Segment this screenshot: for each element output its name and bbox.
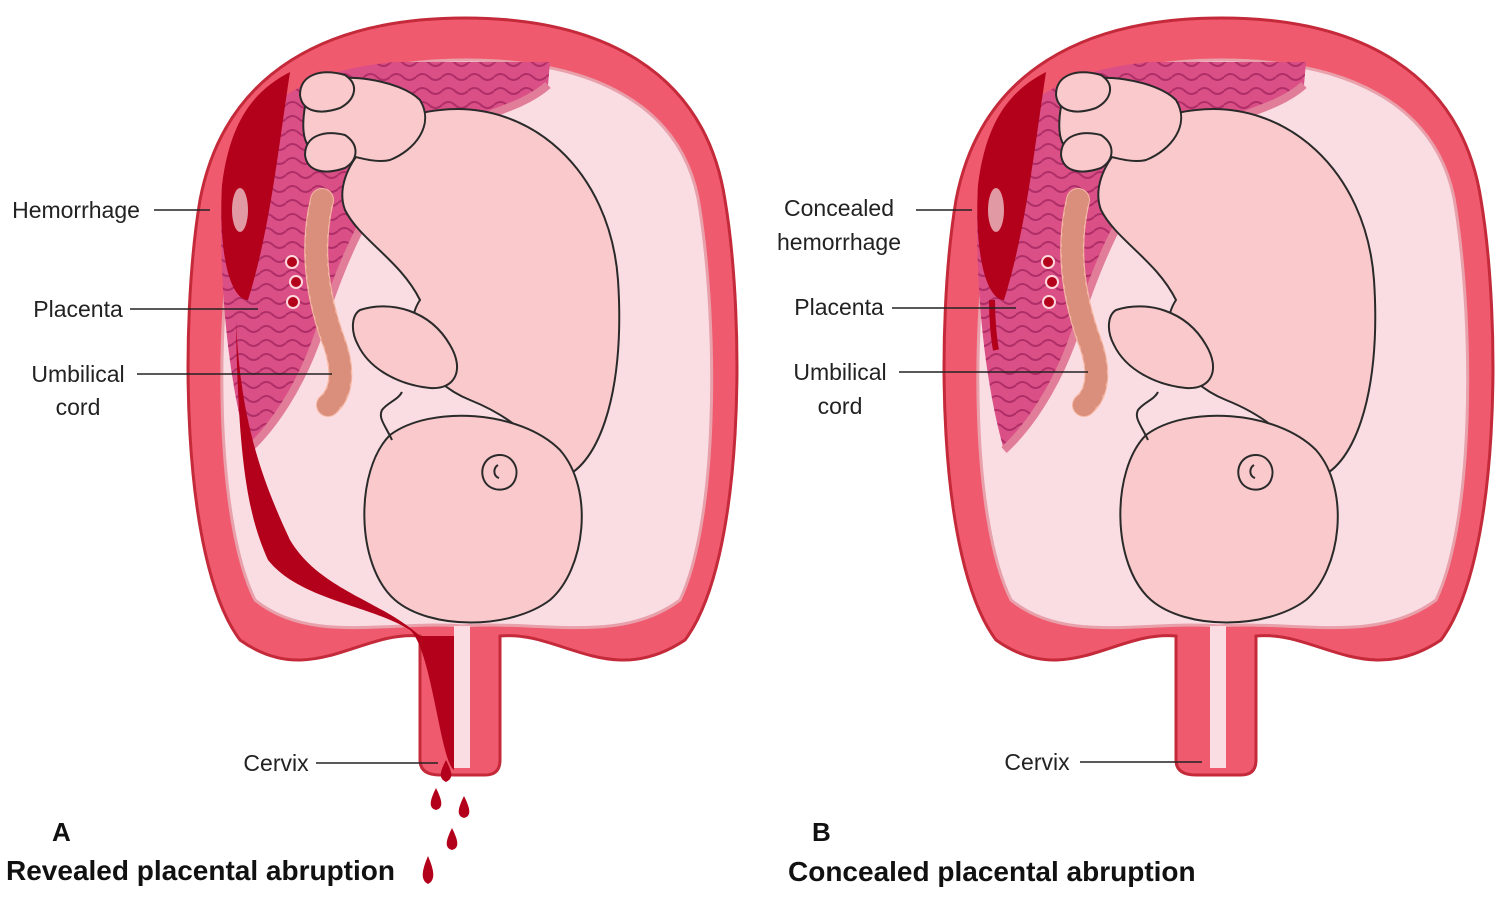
label-placenta: Placenta — [794, 290, 884, 324]
clot-highlight — [988, 188, 1004, 232]
label-placenta: Placenta — [33, 292, 123, 326]
label-concealed: Concealed — [784, 191, 894, 225]
label-hemorrhage: hemorrhage — [777, 225, 901, 259]
blood-drop — [423, 856, 434, 884]
label-cervix: Cervix — [1004, 745, 1069, 779]
caption-revealed: Revealed placental abruption — [6, 855, 395, 887]
label-hemorrhage: Hemorrhage — [12, 193, 140, 227]
panel-b-illustration — [892, 18, 1493, 775]
label-cervix: Cervix — [243, 746, 308, 780]
caption-concealed: Concealed placental abruption — [788, 856, 1196, 888]
blood-drop — [459, 796, 470, 818]
label-cord: cord — [818, 389, 863, 423]
label-cord: cord — [56, 390, 101, 424]
blood-drop — [447, 828, 458, 850]
label-umbilical: Umbilical — [31, 357, 124, 391]
panel-letter-b: B — [812, 817, 831, 848]
panel-a-illustration — [130, 18, 737, 884]
panel-letter-a: A — [52, 817, 71, 848]
label-umbilical: Umbilical — [793, 355, 886, 389]
blood-drop — [431, 788, 442, 810]
clot-highlight — [232, 188, 248, 232]
